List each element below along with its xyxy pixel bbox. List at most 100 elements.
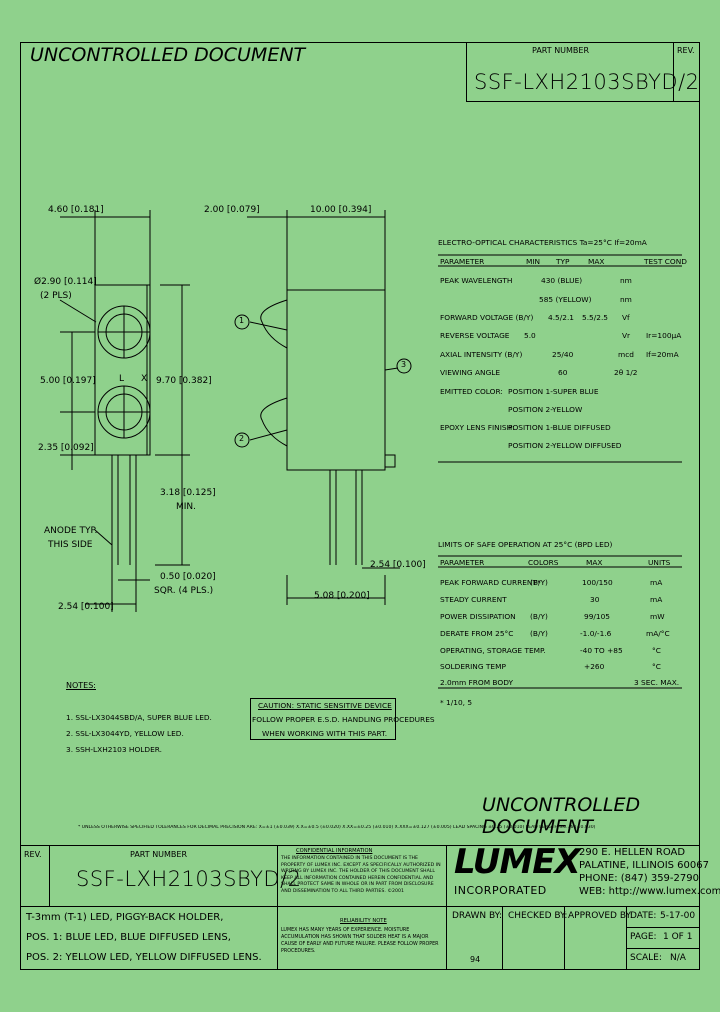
- address-1: 290 E. HELLEN ROAD: [579, 847, 686, 858]
- eo-r1-unit: nm: [620, 295, 632, 304]
- lim-r3-unit: mA/°C: [646, 629, 670, 638]
- eo-r3-min: 5.0: [524, 331, 536, 340]
- scale-value: N/A: [670, 953, 686, 963]
- lim-h-units: UNITS: [648, 558, 671, 567]
- eo-r8-val: POSITION 1-BLUE DIFFUSED: [508, 423, 611, 432]
- caution-line-1: CAUTION: STATIC SENSITIVE DEVICE: [258, 701, 392, 710]
- caution-box: [250, 698, 396, 740]
- eo-r5-unit: 2θ 1/2: [614, 368, 638, 377]
- eo-r8-param: EPOXY LENS FINISH:: [440, 423, 515, 432]
- letter-x: X: [141, 374, 148, 384]
- lim-r2-param: POWER DISSIPATION: [440, 612, 516, 621]
- note-2: 2. SSL-LX3044YD, YELLOW LED.: [66, 729, 184, 738]
- rev-box: [673, 42, 700, 102]
- eo-r9-val: POSITION 2-YELLOW DIFFUSED: [508, 441, 622, 450]
- dim-9-70: 9.70 [0.382]: [156, 376, 212, 386]
- part-number-label: PART NUMBER: [532, 46, 590, 55]
- lim-h-max: MAX: [586, 558, 603, 567]
- date-value: 5-17-00: [660, 911, 696, 921]
- eo-title: ELECTRO-OPTICAL CHARACTERISTICS Ta=25°C …: [438, 238, 647, 247]
- eo-r0-typ: 430 (BLUE): [541, 276, 583, 285]
- callout-3-label: 3: [401, 360, 407, 369]
- tb-conf-text: THE INFORMATION CONTAINED IN THIS DOCUME…: [281, 856, 441, 894]
- lim-r6-unit: 3 SEC. MAX.: [634, 678, 680, 687]
- dim-2-00: 2.00 [0.079]: [204, 205, 260, 215]
- eo-r2-unit: Vf: [622, 313, 630, 322]
- anode-label-2: THIS SIDE: [48, 540, 93, 550]
- eo-r6-val: POSITION 1-SUPER BLUE: [508, 387, 599, 396]
- dim-2-54: 2.54 [0.100]: [58, 602, 114, 612]
- eo-r3-unit: Vr: [622, 331, 631, 340]
- caution-line-2: FOLLOW PROPER E.S.D. HANDLING PROCEDURES: [252, 715, 435, 724]
- lim-r0-param: PEAK FORWARD CURRENT*: [440, 578, 541, 587]
- drawn-by-label: DRAWN BY:: [452, 911, 502, 921]
- lim-r2-color: (B/Y): [530, 612, 548, 621]
- tolerance-note: * UNLESS OTHERWISE SPECIFIED TOLERANCES …: [78, 825, 596, 830]
- eo-r2-param: FORWARD VOLTAGE (B/Y): [440, 313, 534, 322]
- lumex-logo-sub: INCORPORATED: [454, 884, 547, 897]
- eo-r0-param: PEAK WAVELENGTH: [440, 276, 513, 285]
- eo-r4-unit: mcd: [618, 350, 634, 359]
- eo-r4-cond: If=20mA: [646, 350, 679, 359]
- part-number: SSF-LXH2103SBYD/2: [474, 70, 700, 94]
- lim-r2-unit: mW: [650, 612, 665, 621]
- notes-title: NOTES:: [66, 681, 96, 690]
- approved-by-label: APPROVED BY:: [568, 911, 633, 921]
- lim-r5-unit: °C: [652, 662, 661, 671]
- uncontrolled-stamp-top: UNCONTROLLED DOCUMENT: [30, 44, 306, 66]
- tb-rev-label: REV.: [24, 850, 42, 859]
- eo-h-test: TEST COND: [644, 257, 687, 266]
- eo-h-min: MIN: [526, 257, 541, 266]
- eo-r5-param: VIEWING ANGLE: [440, 368, 501, 377]
- callout-2: [234, 432, 250, 448]
- eo-h-max: MAX: [588, 257, 605, 266]
- website: WEB: http://www.lumex.com: [579, 886, 720, 897]
- callout-1-label: 1: [239, 316, 245, 325]
- lim-r5-max: +260: [584, 662, 605, 671]
- lim-r2-max: 99/105: [584, 612, 611, 621]
- dim-2-35: 2.35 [0.092]: [38, 443, 94, 453]
- lim-r5-param: SOLDERING TEMP: [440, 662, 506, 671]
- limits-footnote: * 1/10, 5: [440, 698, 473, 707]
- lim-r6-param: 2.0mm FROM BODY: [440, 678, 513, 687]
- eo-r0-unit: nm: [620, 276, 632, 285]
- caution-line-3: WHEN WORKING WITH THIS PART.: [262, 729, 388, 738]
- tb-rel-title: RELIABILITY NOTE: [340, 918, 387, 924]
- dim-3-18-min: MIN.: [176, 502, 197, 512]
- lim-r0-color: (B/Y): [530, 578, 548, 587]
- desc-line-1: T-3mm (T-1) LED, PIGGY-BACK HOLDER,: [26, 912, 224, 923]
- lim-r3-param: DERATE FROM 25°C: [440, 629, 514, 638]
- drawn-by-value: 94: [470, 955, 481, 964]
- date-label: DATE:: [630, 911, 657, 921]
- lim-r0-unit: mA: [650, 578, 663, 587]
- lim-r4-max: -40 TO +85: [580, 646, 623, 655]
- dim-5-00: 5.00 [0.197]: [40, 376, 96, 386]
- tb-conf-title: CONFIDENTIAL INFORMATION: [296, 848, 373, 854]
- address-2: PALATINE, ILLINOIS 60067: [579, 860, 709, 871]
- page-label: PAGE:: [630, 932, 657, 942]
- lumex-logo: LUMEX: [454, 842, 581, 882]
- tb-part-number: SSF-LXH2103SBYD/2: [76, 867, 302, 891]
- eo-h-param: PARAMETER: [440, 257, 485, 266]
- dim-0-50-sqr: SQR. (4 PLS.): [154, 586, 214, 596]
- limits-title: LIMITS OF SAFE OPERATION AT 25°C (BPD LE…: [438, 540, 613, 549]
- lim-r3-max: -1.0/-1.6: [580, 629, 612, 638]
- lim-h-colors: COLORS: [528, 558, 559, 567]
- eo-r2-max: 5.5/2.5: [582, 313, 608, 322]
- checked-by-label: CHECKED BY:: [508, 911, 568, 921]
- desc-line-2: POS. 1: BLUE LED, BLUE DIFFUSED LENS,: [26, 932, 231, 943]
- tb-rel-text: LUMEX HAS MANY YEARS OF EXPERIENCE. MOIS…: [281, 928, 439, 954]
- lim-r3-color: (B/Y): [530, 629, 548, 638]
- lim-r1-param: STEADY CURRENT: [440, 595, 507, 604]
- lim-r1-unit: mA: [650, 595, 663, 604]
- eo-r4-param: AXIAL INTENSITY (B/Y): [440, 350, 523, 359]
- eo-r6-param: EMITTED COLOR:: [440, 387, 503, 396]
- desc-line-3: POS. 2: YELLOW LED, YELLOW DIFFUSED LENS…: [26, 952, 262, 963]
- anode-label: ANODE TYP.: [44, 526, 98, 536]
- dim-5-08: 5.08 [0.200]: [314, 591, 370, 601]
- eo-r3-param: REVERSE VOLTAGE: [440, 331, 510, 340]
- uncontrolled-stamp-bottom: UNCONTROLLED DOCUMENT: [482, 794, 641, 838]
- dim-3-18: 3.18 [0.125]: [160, 488, 216, 498]
- dim-2-90: Ø2.90 [0.114]: [34, 277, 97, 287]
